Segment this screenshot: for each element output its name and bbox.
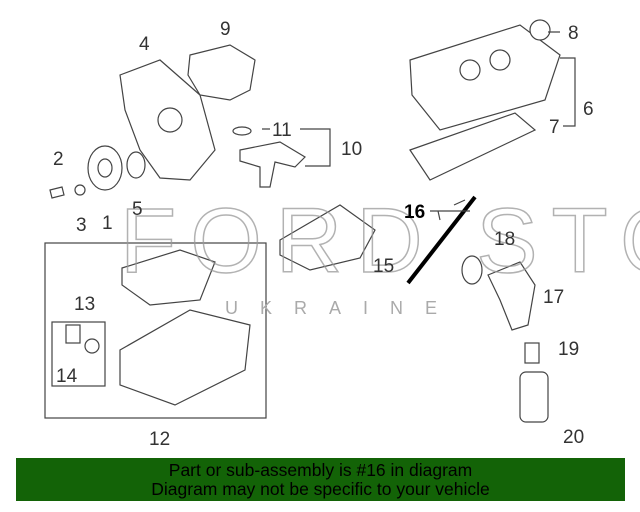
timing-cover xyxy=(119,59,216,181)
banner-line-1: Part or sub-assembly is #16 in diagram xyxy=(168,460,473,480)
crank-seal xyxy=(126,151,146,179)
windage-tray xyxy=(279,204,376,271)
drain-plug-group-box xyxy=(51,321,106,387)
info-banner: Part or sub-assembly is #16 in diagram D… xyxy=(16,458,625,501)
callout-4[interactable]: 4 xyxy=(139,34,150,55)
oil-filter-stud xyxy=(524,342,540,364)
oil-pan-group-box xyxy=(44,242,267,419)
callout-20[interactable]: 20 xyxy=(563,427,584,448)
callout-14[interactable]: 14 xyxy=(56,366,78,387)
oil-pickup-tube xyxy=(239,141,306,188)
callout-10[interactable]: 10 xyxy=(341,139,362,160)
callout-5[interactable]: 5 xyxy=(132,199,143,220)
drain-plug-gasket xyxy=(84,338,100,354)
oil-pump xyxy=(187,44,256,101)
o-ring xyxy=(232,126,252,136)
watermark-title: FORD STORE xyxy=(120,190,640,292)
callout-8[interactable]: 8 xyxy=(568,23,579,44)
valve-cover xyxy=(409,24,561,131)
crank-pulley xyxy=(87,145,123,191)
callout-17[interactable]: 17 xyxy=(543,287,564,308)
oil-filler-cap xyxy=(529,19,551,41)
watermark-subtitle: UKRAINE xyxy=(225,298,459,318)
callout-12[interactable]: 12 xyxy=(149,429,170,450)
callout-11[interactable]: 11 xyxy=(272,120,292,141)
oil-pan-gasket-plate xyxy=(121,249,216,306)
callout-7[interactable]: 7 xyxy=(549,117,560,138)
callout-13[interactable]: 13 xyxy=(74,294,95,315)
callout-15[interactable]: 15 xyxy=(373,256,394,277)
oil-pan xyxy=(119,309,251,406)
callout-18[interactable]: 18 xyxy=(494,229,515,250)
oil-filter xyxy=(519,371,549,423)
filter-adapter-gasket xyxy=(461,255,483,285)
callout-1[interactable]: 1 xyxy=(102,213,113,234)
callout-2[interactable]: 2 xyxy=(53,149,64,170)
valve-cover-gasket xyxy=(409,112,537,181)
callout-3[interactable]: 3 xyxy=(76,215,87,236)
callout-19[interactable]: 19 xyxy=(558,339,579,360)
oil-filter-adapter xyxy=(487,261,536,331)
banner-line-2: Diagram may not be specific to your vehi… xyxy=(151,479,490,499)
drain-plug xyxy=(65,324,81,344)
washer xyxy=(74,184,86,196)
bolt xyxy=(49,186,65,199)
callout-6[interactable]: 6 xyxy=(583,99,594,120)
callout-9[interactable]: 9 xyxy=(220,19,231,40)
callout-16[interactable]: 16 xyxy=(404,202,425,223)
